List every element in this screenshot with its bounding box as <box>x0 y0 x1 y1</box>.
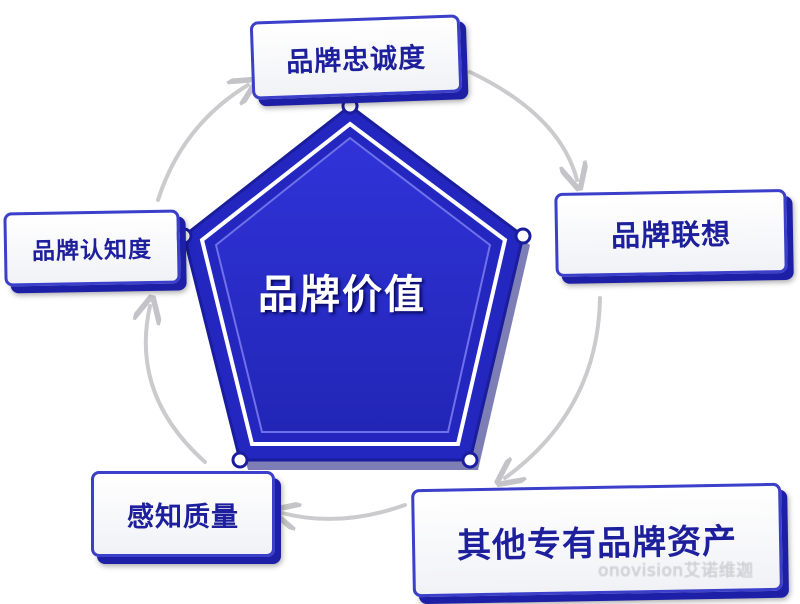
arrow-awareness-to-loyalty <box>156 85 248 202</box>
node-brand-loyalty: 品牌忠诚度 <box>249 14 463 100</box>
node-perceived-quality: 感知质量 <box>91 471 275 557</box>
pentagon-bolt <box>231 451 249 469</box>
pentagon-frame <box>199 121 508 446</box>
node-label: 品牌联想 <box>610 216 732 254</box>
pentagon-bolt <box>341 97 359 115</box>
pentagon-bolt <box>461 451 479 469</box>
node-label: 感知质量 <box>127 501 239 533</box>
center-pentagon <box>175 97 532 470</box>
node-brand-awareness: 品牌认知度 <box>3 209 181 287</box>
arrow-association-to-other <box>505 296 602 478</box>
pentagon-bolt <box>514 227 532 245</box>
node-label: 品牌忠诚度 <box>285 42 427 78</box>
arrow-quality-to-awareness <box>146 306 207 464</box>
watermark: onovision艾诺维迦 <box>598 561 754 581</box>
arrow-other-to-quality <box>282 505 407 519</box>
pentagon-inner <box>214 136 492 433</box>
node-brand-association: 品牌联想 <box>554 188 788 278</box>
center-label: 品牌价值 <box>258 272 426 318</box>
node-label: 品牌认知度 <box>31 236 153 266</box>
arrow-loyalty-to-association <box>468 70 577 180</box>
cycle-arrows <box>146 70 602 519</box>
